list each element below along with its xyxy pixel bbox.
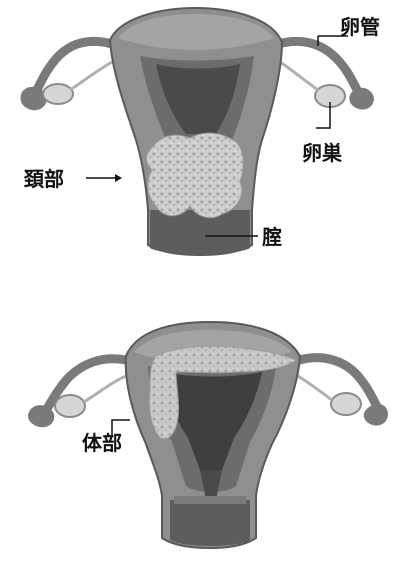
vagina-rim-2	[174, 496, 246, 504]
body-label: 体部	[82, 432, 122, 454]
vagina-label: 腟	[262, 226, 282, 248]
ovary-label: 卵巣	[302, 142, 342, 164]
left-ligament-2	[84, 376, 126, 402]
right-ligament-2	[294, 374, 332, 400]
cervix-label: 頚部	[24, 168, 64, 190]
vagina-2	[170, 500, 250, 546]
right-fimbria-2	[364, 404, 388, 426]
oviduct-label: 卵管	[340, 16, 380, 38]
left-ovary-2	[55, 395, 85, 417]
right-ovary-2	[331, 393, 361, 415]
